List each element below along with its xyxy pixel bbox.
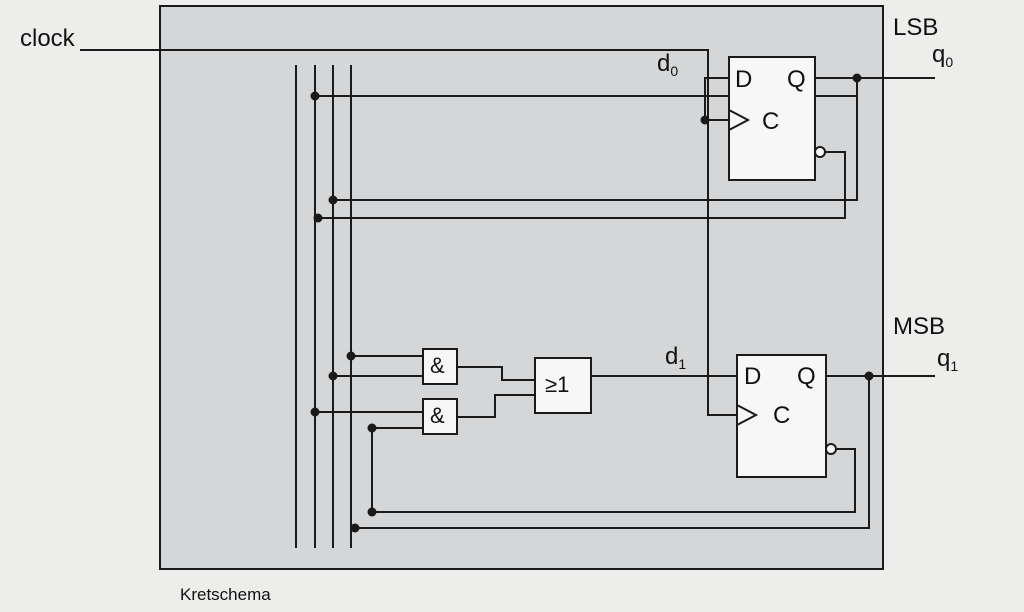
q1-sub: 1 [950, 358, 959, 374]
clock-label: clock [20, 25, 75, 52]
junction-dot [346, 351, 356, 361]
ff-msb-body [736, 354, 827, 478]
ff-msb-clock-triangle [736, 404, 759, 426]
q1-label: q1 [937, 345, 959, 374]
diagram-caption: Kretschema [180, 585, 271, 604]
ff-lsb [728, 56, 826, 181]
junction-dot [367, 507, 377, 517]
d1-sub: 1 [678, 356, 687, 372]
q0-sub: 0 [945, 54, 954, 70]
junction-dot [367, 423, 377, 433]
q1-node-wire [355, 376, 870, 529]
junctions [310, 73, 874, 533]
q1-not-wire [372, 448, 856, 513]
q0-label: q0 [932, 41, 954, 70]
q0-not-wire [318, 151, 846, 219]
ff-msb-q-label: Q [797, 363, 816, 390]
d0-wire [704, 77, 729, 120]
d0-sub: 0 [670, 63, 679, 79]
d0-base: d [657, 50, 671, 77]
junction-dot [313, 213, 323, 223]
and-gate-1 [422, 348, 458, 385]
or-gate [534, 357, 592, 414]
or-gate-label: ≥1 [545, 372, 570, 397]
d0-label: d0 [657, 50, 679, 79]
junction-dot [328, 371, 338, 381]
ff-msb-d-label: D [744, 363, 762, 390]
q0-base: q [932, 41, 946, 68]
ff-lsb-not-q-bubble [814, 146, 826, 158]
msb-label: MSB [893, 313, 946, 340]
junction-dot [310, 407, 320, 417]
ff-lsb-q-label: Q [787, 66, 806, 93]
d1-label: d1 [665, 343, 687, 372]
ff-lsb-d-label: D [735, 66, 753, 93]
ff-msb [736, 354, 837, 478]
ff-msb-not-q-bubble [825, 443, 837, 455]
junction-dot [310, 91, 320, 101]
ff-lsb-clock-triangle [728, 109, 751, 131]
and-gate-1-label: & [430, 353, 445, 378]
and2-in-b [371, 427, 423, 512]
q0-node-wire [333, 78, 858, 201]
junction-dot [852, 73, 862, 83]
and2-out [457, 394, 535, 418]
and-gate-2-label: & [430, 403, 445, 428]
junction-dot [328, 195, 338, 205]
and1-out [457, 366, 535, 381]
ff-lsb-c-label: C [762, 108, 780, 135]
junction-dot [700, 115, 710, 125]
clock-wire [80, 49, 729, 121]
lsb-label: LSB [893, 14, 939, 41]
junction-dot [864, 371, 874, 381]
ff-msb-c-label: C [773, 402, 791, 429]
junction-dot [350, 523, 360, 533]
and-gate-2 [422, 398, 458, 435]
q1-base: q [937, 345, 951, 372]
d1-base: d [665, 343, 679, 370]
